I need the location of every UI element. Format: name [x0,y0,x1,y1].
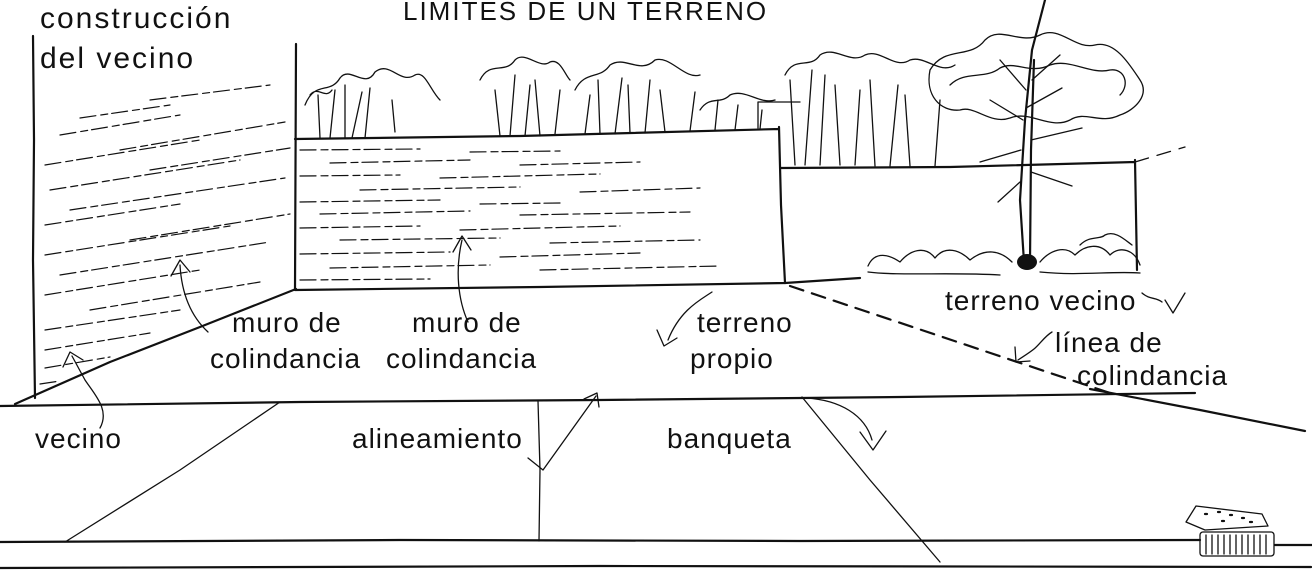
boundary-wall-outline [293,42,787,292]
arrow-neighbor-lot [1141,292,1186,314]
rear-wall-top-extension [1134,146,1186,163]
sidewalk-joints [64,396,941,563]
tree-canopies [304,56,776,111]
large-tree [928,0,1144,270]
rear-tree-canopies [784,51,956,76]
storm-drain [1185,505,1275,557]
tree-trunks [317,74,763,139]
label-side-wall-line2: colindancia [210,343,361,374]
neighbor-building-hatch [39,84,291,385]
rear-wall-outline [779,158,1139,285]
rear-wall [757,101,1186,285]
large-tree-base [1017,254,1037,270]
rear-tree-trunks [789,69,941,167]
arrow-alignment [527,392,600,471]
alignment-line [0,391,1197,408]
arrow-sidewalk [805,397,887,451]
label-own-lot-line1: terreno [697,307,793,338]
diagram-title: LIMITES DE UN TERRENO [403,0,768,26]
right-boundary-line [1088,387,1307,433]
label-alignment: alineamiento [352,423,523,454]
boundary-wall [293,42,787,292]
shrubs [867,233,1141,276]
arrow-neighbor [62,351,104,429]
label-neighbor-lot: terreno vecino [945,285,1136,316]
storm-drain-lid-dots [1203,510,1254,524]
arrow-boundary-line [1014,331,1053,363]
arrow-own-lot [656,291,713,347]
label-neighbor-building-line1: construcción [40,2,232,35]
neighbor-building [31,34,291,400]
label-boundary-line-line2: colindancia [1077,360,1228,391]
neighbor-building-edge [31,34,37,400]
rear-trees [784,51,956,167]
trees-behind-wall [304,56,776,139]
label-back-wall-line1: muro de [412,307,522,338]
arrow-side-wall [170,259,209,333]
label-back-wall-line2: colindancia [386,343,537,374]
label-sidewalk: banqueta [667,423,792,454]
sidewalk [0,396,1312,570]
large-tree-trunk [1018,0,1047,264]
label-boundary-line-line1: línea de [1055,327,1163,358]
label-own-lot-line2: propio [690,343,774,374]
rear-wall-back-box [757,101,801,129]
boundary-line-dashed [788,284,1112,395]
arrow-back-wall [452,235,472,323]
large-tree-canopy [928,32,1144,124]
storm-drain-lid [1185,505,1269,531]
label-neighbor: vecino [35,423,122,454]
side-ground-line [13,287,298,406]
large-tree-branches [979,54,1083,203]
label-side-wall-line1: muro de [232,307,342,338]
storm-drain-grate [1199,531,1275,557]
boundary-wall-hatch [299,148,721,281]
storm-drain-bars [1205,534,1267,555]
curb-lines [0,538,1312,570]
label-neighbor-building-line2: del vecino [40,42,195,75]
